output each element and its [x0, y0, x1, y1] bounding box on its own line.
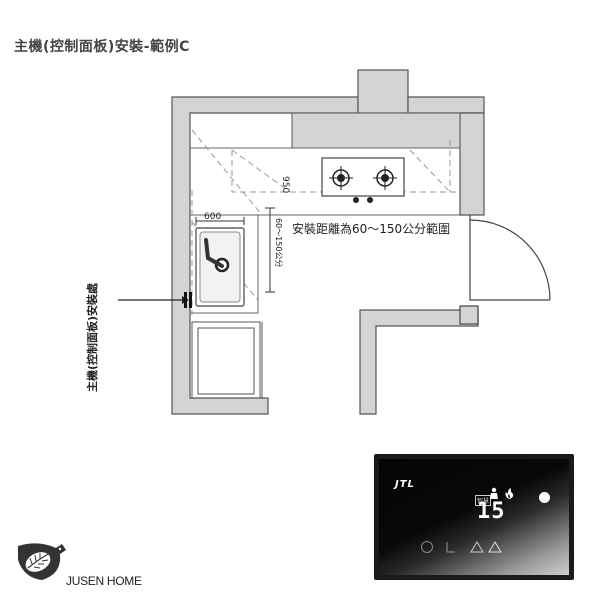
corner-button-icon[interactable] [446, 542, 455, 553]
person-icon [490, 487, 498, 499]
door-jamb [459, 305, 479, 325]
dim-range-label: 60～150公分 [274, 218, 283, 267]
dim-950-label: 950 [280, 176, 290, 193]
door-swing-arc [469, 219, 551, 301]
dash-1 [191, 129, 263, 216]
triangle-up-icon-1[interactable] [470, 541, 484, 553]
panel-temperature: 15 [477, 499, 506, 524]
range-note: 安裝距離為60～150公分範圍 [292, 221, 450, 236]
dimension-range [265, 207, 275, 293]
dimension-600 [195, 217, 245, 225]
cabinet-box [191, 321, 261, 399]
lower-cabinet [191, 321, 263, 399]
door-frame [469, 215, 550, 301]
sink-counter-edge [190, 215, 259, 314]
install-location-label: 主機(控制面板)安裝處 [85, 282, 99, 392]
burner-left [329, 166, 353, 190]
control-panel: JTL 智慧 15 [374, 454, 574, 580]
triangle-up-icon-2[interactable] [488, 541, 502, 553]
range-hood [291, 112, 461, 149]
panel-touch-buttons [421, 541, 502, 553]
jusen-logo-icon [18, 543, 66, 580]
top-right-wall [407, 96, 485, 114]
install-marker [184, 292, 192, 308]
kitchen-sink [195, 227, 245, 307]
dash-3 [231, 149, 291, 193]
flame-icon [505, 488, 514, 499]
right-wall-upper [459, 112, 485, 216]
cabinet-inner [197, 327, 255, 395]
stove-knob-right [367, 197, 373, 203]
burner-right [373, 166, 397, 190]
panel-mode-label: 智慧 [475, 495, 492, 506]
power-button[interactable] [539, 492, 550, 503]
countertops [190, 147, 460, 314]
gas-stove [321, 157, 405, 203]
page-title: 主機(控制面板)安裝-範例C [14, 39, 190, 55]
stove-knob-left [353, 197, 359, 203]
brand-name: JUSEN HOME [66, 574, 142, 588]
faucet [204, 238, 224, 268]
stove-body [321, 157, 405, 197]
control-panel-screen: JTL 智慧 15 [379, 459, 569, 575]
inner-l-wall [359, 309, 479, 415]
circle-button-icon[interactable] [421, 541, 433, 553]
panel-status-icons [490, 487, 514, 499]
door [459, 215, 551, 325]
dash-4 [409, 149, 451, 193]
dim-600-label: 600 [204, 212, 221, 222]
panel-logo: JTL [395, 479, 415, 490]
chimney-wall [357, 69, 409, 114]
